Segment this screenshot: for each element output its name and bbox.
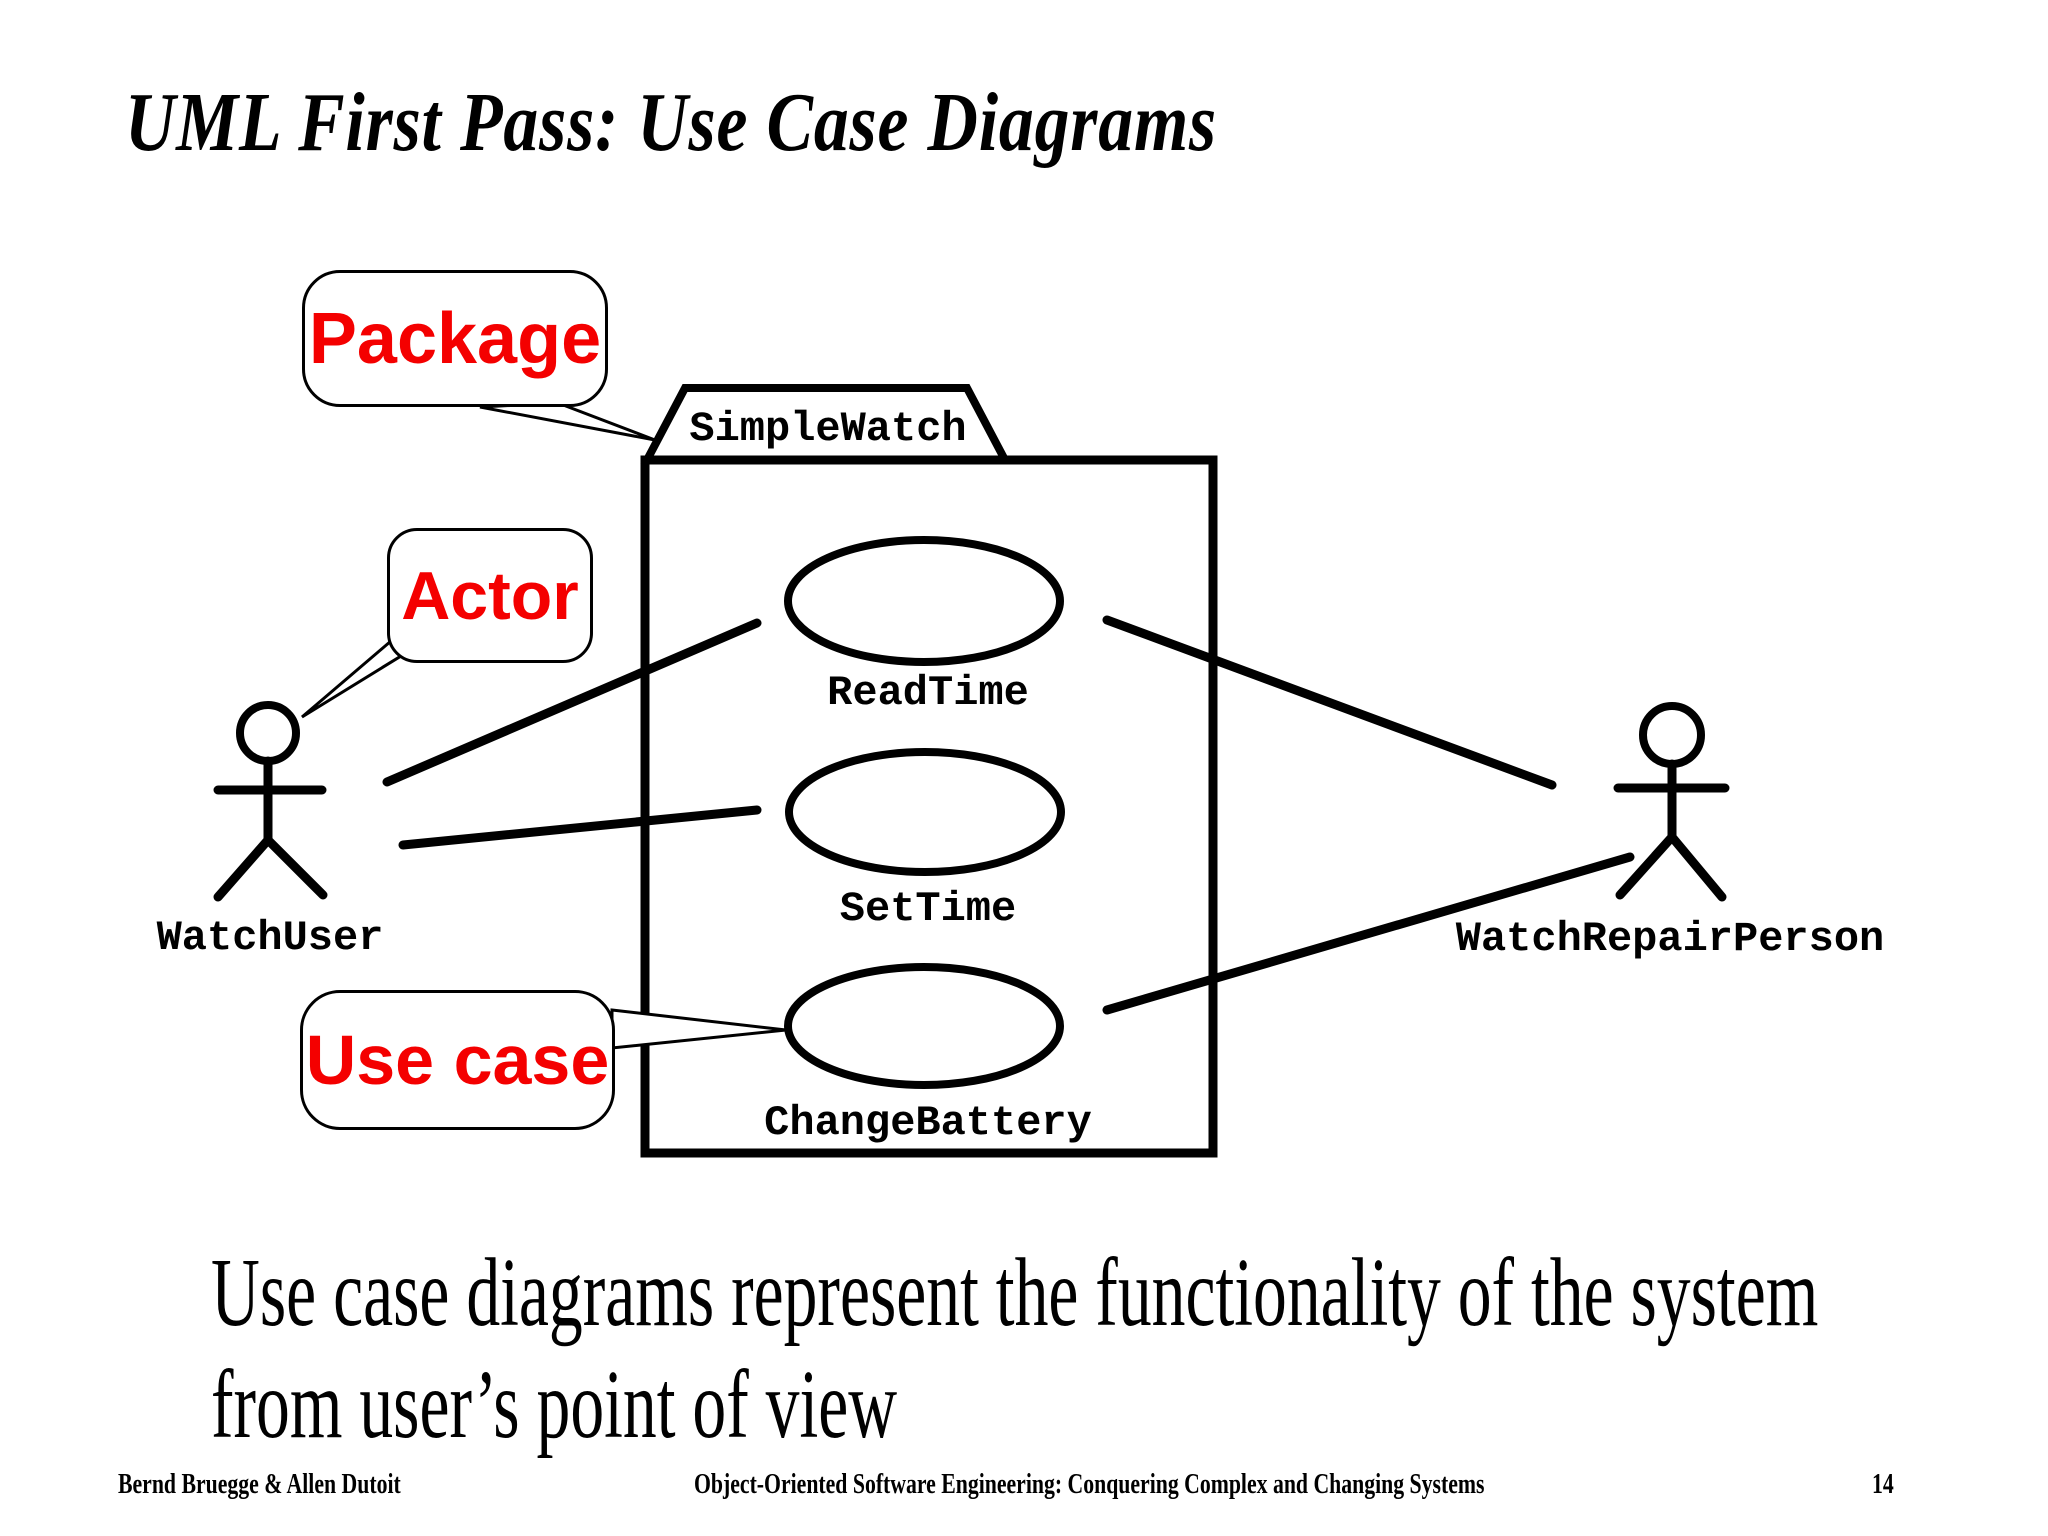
usecase-callout-label: Use case <box>305 1021 610 1099</box>
watchuser-body <box>213 756 328 902</box>
usecase-callout-bubble: Use case <box>300 990 615 1130</box>
usecase-label-changebattery: ChangeBattery <box>764 1099 1092 1147</box>
body-text-line2: from user’s point of view <box>211 1351 898 1459</box>
actor-label-watchuser: WatchUser <box>156 914 384 962</box>
association-watchuser-readtime <box>382 618 762 787</box>
footer-book-title: Object-Oriented Software Engineering: Co… <box>694 1468 1485 1500</box>
actor-callout-bubble: Actor <box>387 528 593 663</box>
footer-authors: Bernd Bruegge & Allen Dutoit <box>118 1468 401 1500</box>
usecase-label-settime: SetTime <box>839 885 1017 933</box>
body-text-line1: Use case diagrams represent the function… <box>211 1239 1819 1347</box>
usecase-ellipse-changebattery <box>784 963 1064 1089</box>
actor-callout-tail <box>301 638 404 719</box>
association-readtime-watchrepairperson <box>1102 615 1557 790</box>
usecase-label-readtime: ReadTime <box>827 669 1029 717</box>
package-callout-label: Package <box>308 298 602 379</box>
usecase-ellipse-readtime <box>784 536 1064 666</box>
watchuser-head <box>236 701 300 765</box>
actor-figure-watchuser <box>213 701 328 902</box>
slide-title: UML First Pass: Use Case Diagrams <box>125 76 1217 169</box>
actor-figure-watchrepairperson <box>1613 702 1730 902</box>
actor-label-watchrepairperson: WatchRepairPerson <box>1455 915 1885 963</box>
package-callout-bubble: Package <box>302 270 608 407</box>
package-callout-tail <box>479 401 656 442</box>
watchrepairperson-body <box>1613 759 1730 902</box>
body-text: Use case diagrams represent the function… <box>211 1237 1818 1461</box>
association-watchuser-settime <box>398 805 762 850</box>
watchrepairperson-head <box>1639 702 1705 768</box>
association-changebattery-watchrepairperson <box>1102 852 1635 1015</box>
actor-callout-label: Actor <box>401 557 579 634</box>
usecase-ellipse-settime <box>785 748 1065 876</box>
footer-page-number: 14 <box>1872 1468 1894 1500</box>
package-name-label: SimpleWatch <box>689 405 967 453</box>
